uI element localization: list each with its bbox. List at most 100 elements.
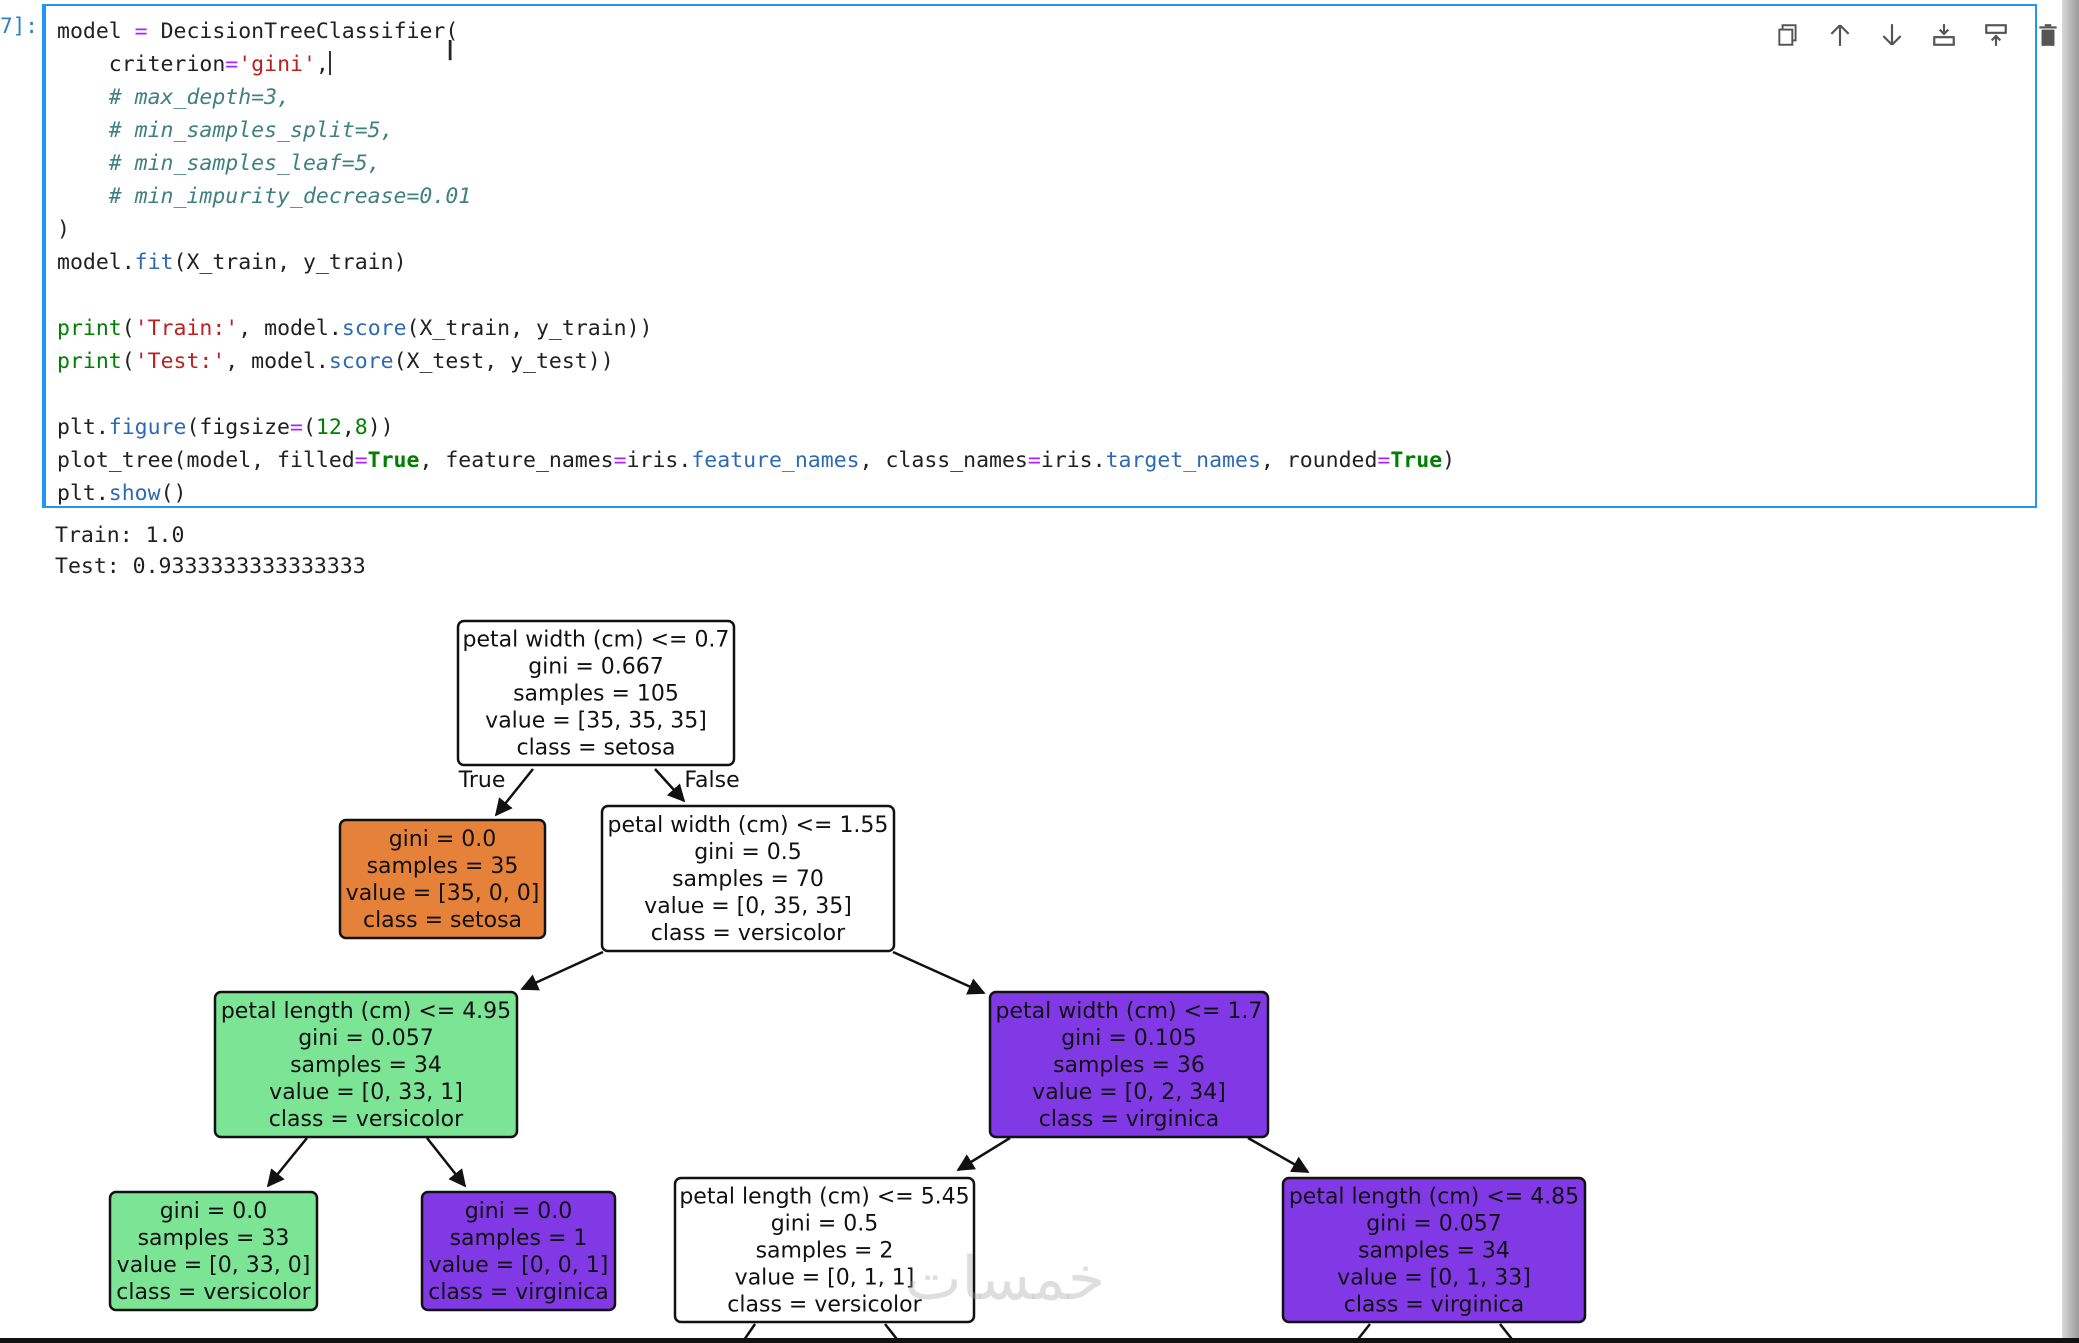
tree-node-box xyxy=(1281,1176,1587,1324)
code-line: model.fit(X_train, y_train) xyxy=(57,246,1455,279)
cell-prompt: 7]: xyxy=(0,14,38,38)
tree-node-text: samples = 105 xyxy=(513,682,679,707)
tree-node-text: samples = 36 xyxy=(1053,1053,1205,1078)
code-token: 8 xyxy=(354,415,368,440)
code-line: ) xyxy=(57,213,1455,246)
code-token: , model. xyxy=(238,316,342,341)
insert-above-button[interactable] xyxy=(1930,20,1958,50)
tree-node-text: value = [0, 1, 33] xyxy=(1337,1266,1531,1291)
tree-node-text: petal width (cm) <= 0.7 xyxy=(463,628,730,653)
code-token: DecisionTreeClassifier( xyxy=(147,19,459,44)
code-token: model. xyxy=(57,250,135,275)
code-token: score xyxy=(328,349,394,374)
move-down-button[interactable] xyxy=(1878,20,1906,50)
code-line xyxy=(57,378,1455,411)
tree-node-text: petal width (cm) <= 1.7 xyxy=(996,999,1263,1024)
tree-node-text: samples = 70 xyxy=(672,867,824,892)
code-token: (figsize xyxy=(186,415,291,440)
code-token: (X_train, y_train)) xyxy=(406,316,653,341)
code-token: show xyxy=(108,481,161,506)
code-token: ( xyxy=(121,316,135,341)
code-token: print xyxy=(57,349,122,374)
bottom-border xyxy=(0,1338,2079,1343)
code-line: # min_samples_split=5, xyxy=(57,114,1455,147)
code-token: ( xyxy=(121,349,135,374)
tree-node-text: value = [35, 0, 0] xyxy=(346,881,540,906)
output-line-train: Train: 1.0 xyxy=(55,523,185,548)
code-token: plt. xyxy=(57,415,109,440)
text-cursor-icon: I xyxy=(446,34,455,67)
code-token: plot_tree(model, filled xyxy=(57,448,355,473)
code-token: # min_samples_leaf=5, xyxy=(57,151,381,176)
move-up-button[interactable] xyxy=(1826,20,1854,50)
code-token: , feature_names xyxy=(419,448,614,473)
tree-node-text: samples = 1 xyxy=(450,1226,588,1251)
code-line: criterion='gini', xyxy=(57,48,1455,81)
code-line xyxy=(57,279,1455,312)
insert-below-button[interactable] xyxy=(1982,20,2010,50)
tree-node-box xyxy=(213,990,519,1139)
code-token: = xyxy=(225,52,239,77)
tree-node-text: samples = 33 xyxy=(138,1226,290,1251)
tree-node-text: petal length (cm) <= 4.85 xyxy=(1289,1185,1579,1210)
code-token: # max_depth=3, xyxy=(57,85,290,110)
code-cell[interactable]: model = DecisionTreeClassifier( criterio… xyxy=(44,4,2057,510)
copy-cell-button[interactable] xyxy=(1774,20,1802,50)
move-down-icon xyxy=(1882,24,1902,46)
code-token: , xyxy=(341,415,355,440)
code-token: = xyxy=(613,448,627,473)
code-line: plt.figure(figsize=(12,8)) xyxy=(57,411,1455,444)
window-edge xyxy=(2062,0,2079,1343)
tree-node-text: gini = 0.105 xyxy=(1061,1026,1197,1051)
tree-node-text: class = versicolor xyxy=(727,1293,922,1318)
code-line: model = DecisionTreeClassifier( xyxy=(57,15,1455,48)
tree-node-text: samples = 35 xyxy=(367,854,519,879)
code-line: print('Train:', model.score(X_train, y_t… xyxy=(57,312,1455,345)
insert-above-icon xyxy=(1933,24,1955,46)
tree-node-text: value = [0, 1, 1] xyxy=(735,1266,915,1291)
code-token: # min_samples_split=5, xyxy=(57,118,394,143)
code-line: plot_tree(model, filled=True, feature_na… xyxy=(57,444,1455,477)
code-token: ) xyxy=(57,217,70,242)
code-token: feature_names xyxy=(691,448,860,473)
code-token: score xyxy=(341,316,407,341)
code-token: (X_train, y_train) xyxy=(173,250,407,275)
delete-icon xyxy=(2039,24,2057,46)
code-line: # max_depth=3, xyxy=(57,81,1455,114)
tree-node-text: petal length (cm) <= 4.95 xyxy=(221,999,511,1024)
tree-edge xyxy=(266,1137,308,1188)
tree-node-box xyxy=(456,619,736,767)
tree-node-text: value = [0, 33, 0] xyxy=(117,1253,311,1278)
tree-node-text: samples = 34 xyxy=(290,1053,442,1078)
code-token: = xyxy=(290,415,303,440)
code-token: # min_impurity_decrease=0.01 xyxy=(57,184,472,209)
code-token: , class_names xyxy=(859,448,1028,473)
move-up-icon xyxy=(1830,24,1850,46)
code-line: # min_impurity_decrease=0.01 xyxy=(57,180,1455,213)
code-token: iris. xyxy=(626,448,692,473)
code-token: True xyxy=(367,448,420,473)
tree-edge xyxy=(426,1137,467,1188)
tree-node-text: gini = 0.667 xyxy=(528,655,664,680)
code-token: model xyxy=(57,19,135,44)
code-token: = xyxy=(354,448,368,473)
code-token: () xyxy=(160,481,187,506)
tree-node-box xyxy=(600,804,896,953)
delete-cell-button[interactable] xyxy=(2034,20,2062,50)
code-editor[interactable]: model = DecisionTreeClassifier( criterio… xyxy=(57,15,1455,510)
code-token: print xyxy=(57,316,122,341)
code-token: 'Test:' xyxy=(134,349,226,374)
tree-node-text: class = setosa xyxy=(363,908,522,933)
tree-node-text: samples = 34 xyxy=(1358,1239,1510,1264)
active-cell-indicator xyxy=(42,4,44,508)
tree-edge xyxy=(494,768,534,817)
tree-node-box xyxy=(338,818,547,940)
tree-node-text: value = [0, 35, 35] xyxy=(644,894,852,919)
tree-edge xyxy=(892,950,986,995)
insert-below-icon xyxy=(1985,24,2007,46)
tree-node-text: gini = 0.0 xyxy=(160,1199,268,1224)
tree-node-text: class = virginica xyxy=(428,1280,609,1305)
